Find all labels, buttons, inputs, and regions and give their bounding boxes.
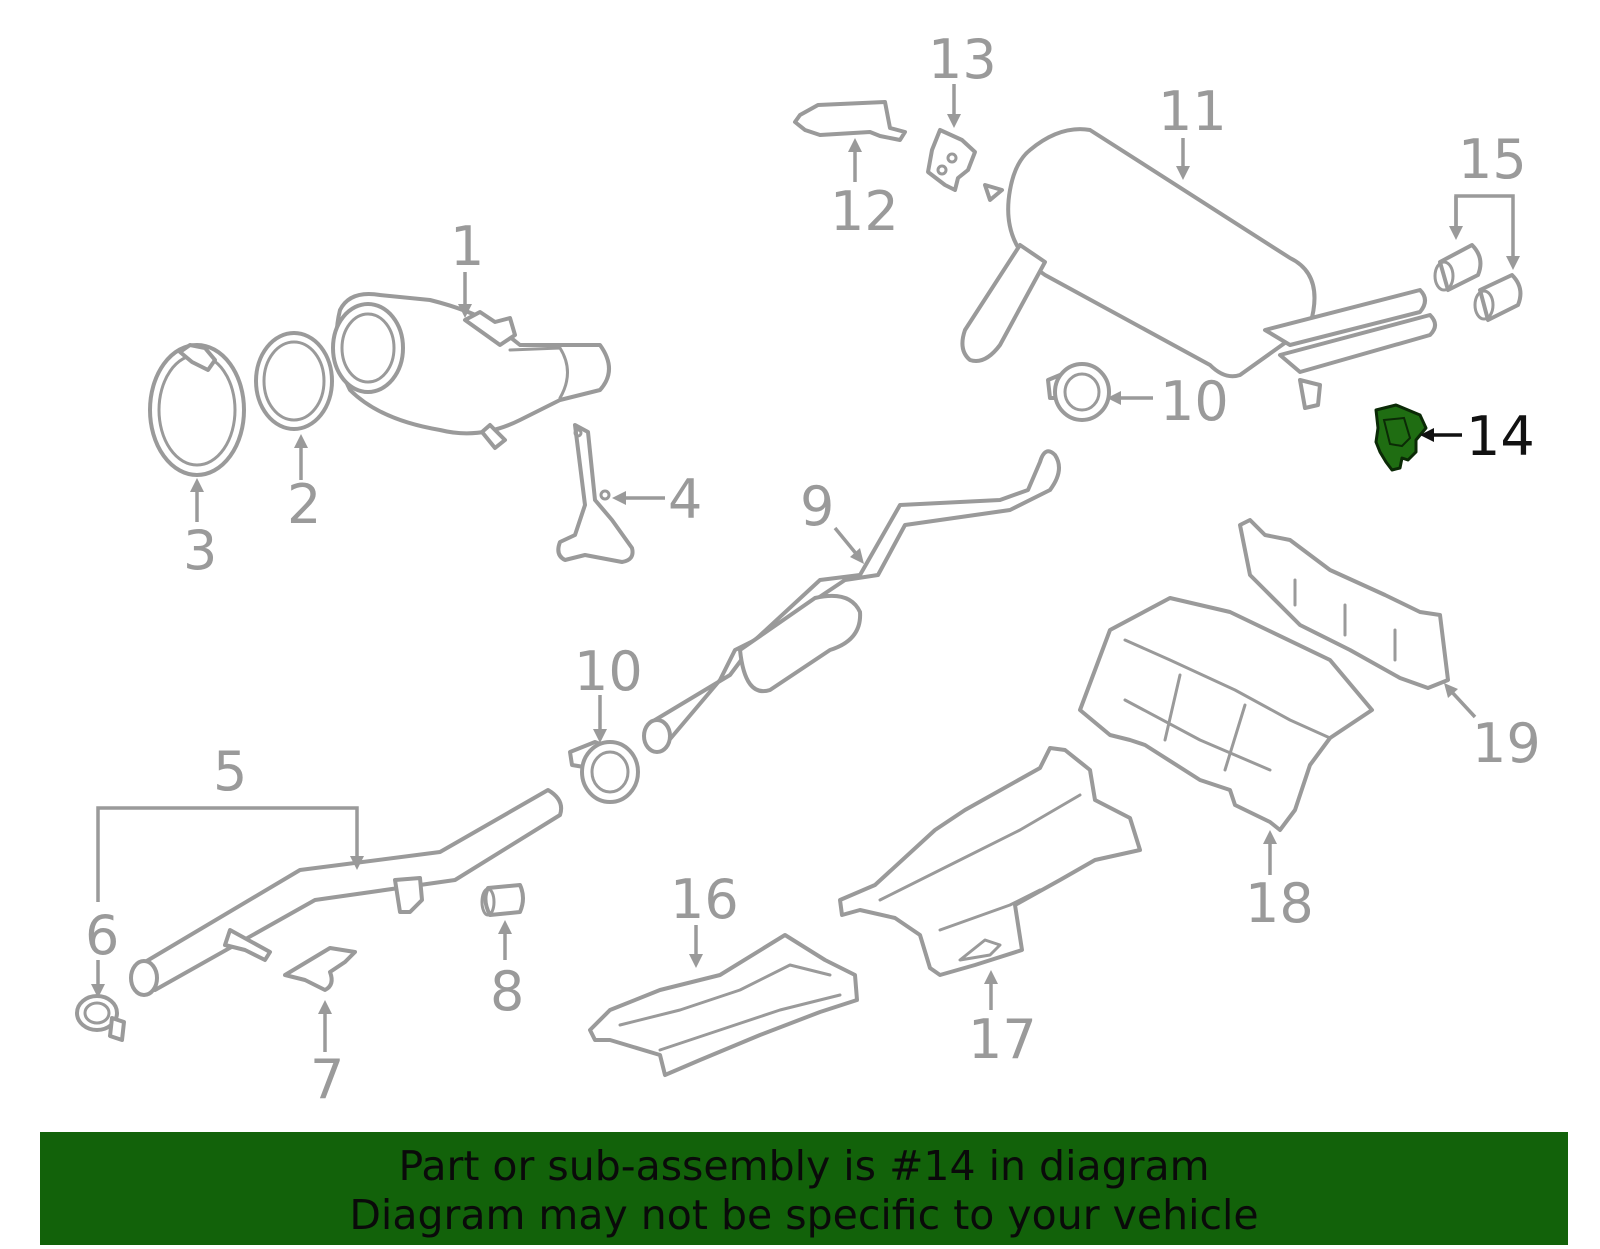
banner-line-disclaimer: Diagram may not be specific to your vehi…: [349, 1191, 1259, 1239]
part-13-hanger: [926, 128, 977, 192]
leader-lines: [91, 84, 1520, 1052]
callout-4: 4: [668, 468, 702, 531]
callout-6: 6: [85, 904, 119, 967]
callout-15: 15: [1458, 128, 1527, 191]
callout-7: 7: [310, 1048, 344, 1111]
callout-12: 12: [830, 180, 899, 243]
part-10-clamp-upper: [1046, 362, 1111, 422]
part-1-catalytic-converter: [331, 292, 611, 450]
callout-1: 1: [450, 215, 484, 278]
part-12-bracket: [793, 100, 907, 142]
part-2-gasket: [254, 331, 334, 431]
callout-11: 11: [1158, 80, 1227, 143]
part-16-heat-shield: [588, 933, 859, 1077]
part-10-clamp-lower: [568, 740, 640, 804]
callout-18: 18: [1245, 872, 1314, 935]
part-18-heat-shield: [1078, 596, 1374, 832]
part-3-clamp: [148, 343, 246, 477]
callout-10-lower: 10: [574, 640, 643, 703]
part-19-heat-shield: [1238, 518, 1450, 690]
callout-labels: 1 2 3 4 5 6 7 8 9 10 10 11 12 13 14 15 1…: [85, 28, 1541, 1111]
callout-10-upper: 10: [1160, 370, 1229, 433]
callout-5: 5: [213, 740, 247, 803]
callout-8: 8: [490, 960, 524, 1023]
part-6-clamp: [75, 994, 126, 1042]
part-15-exhaust-tips: [1433, 243, 1523, 322]
part-7-bracket: [283, 946, 357, 992]
info-banner: Part or sub-assembly is #14 in diagram D…: [40, 1132, 1568, 1245]
part-11-rear-muffler: [960, 127, 1437, 410]
callout-14: 14: [1466, 405, 1535, 468]
callout-16: 16: [670, 868, 739, 931]
part-4-bracket: [556, 423, 635, 564]
callout-2: 2: [287, 473, 321, 536]
part-8-sleeve: [480, 883, 525, 917]
part-5-front-pipe: [129, 788, 564, 997]
part-14-hanger-bracket: [1374, 403, 1428, 472]
part-9-center-pipe: [642, 449, 1061, 754]
banner-line-part-number: Part or sub-assembly is #14 in diagram: [398, 1142, 1210, 1190]
part-17-heat-shield: [838, 746, 1142, 977]
callout-19: 19: [1472, 712, 1541, 775]
callout-3: 3: [183, 519, 217, 582]
callout-13: 13: [928, 28, 997, 91]
callout-9: 9: [800, 475, 834, 538]
callout-17: 17: [968, 1008, 1037, 1071]
